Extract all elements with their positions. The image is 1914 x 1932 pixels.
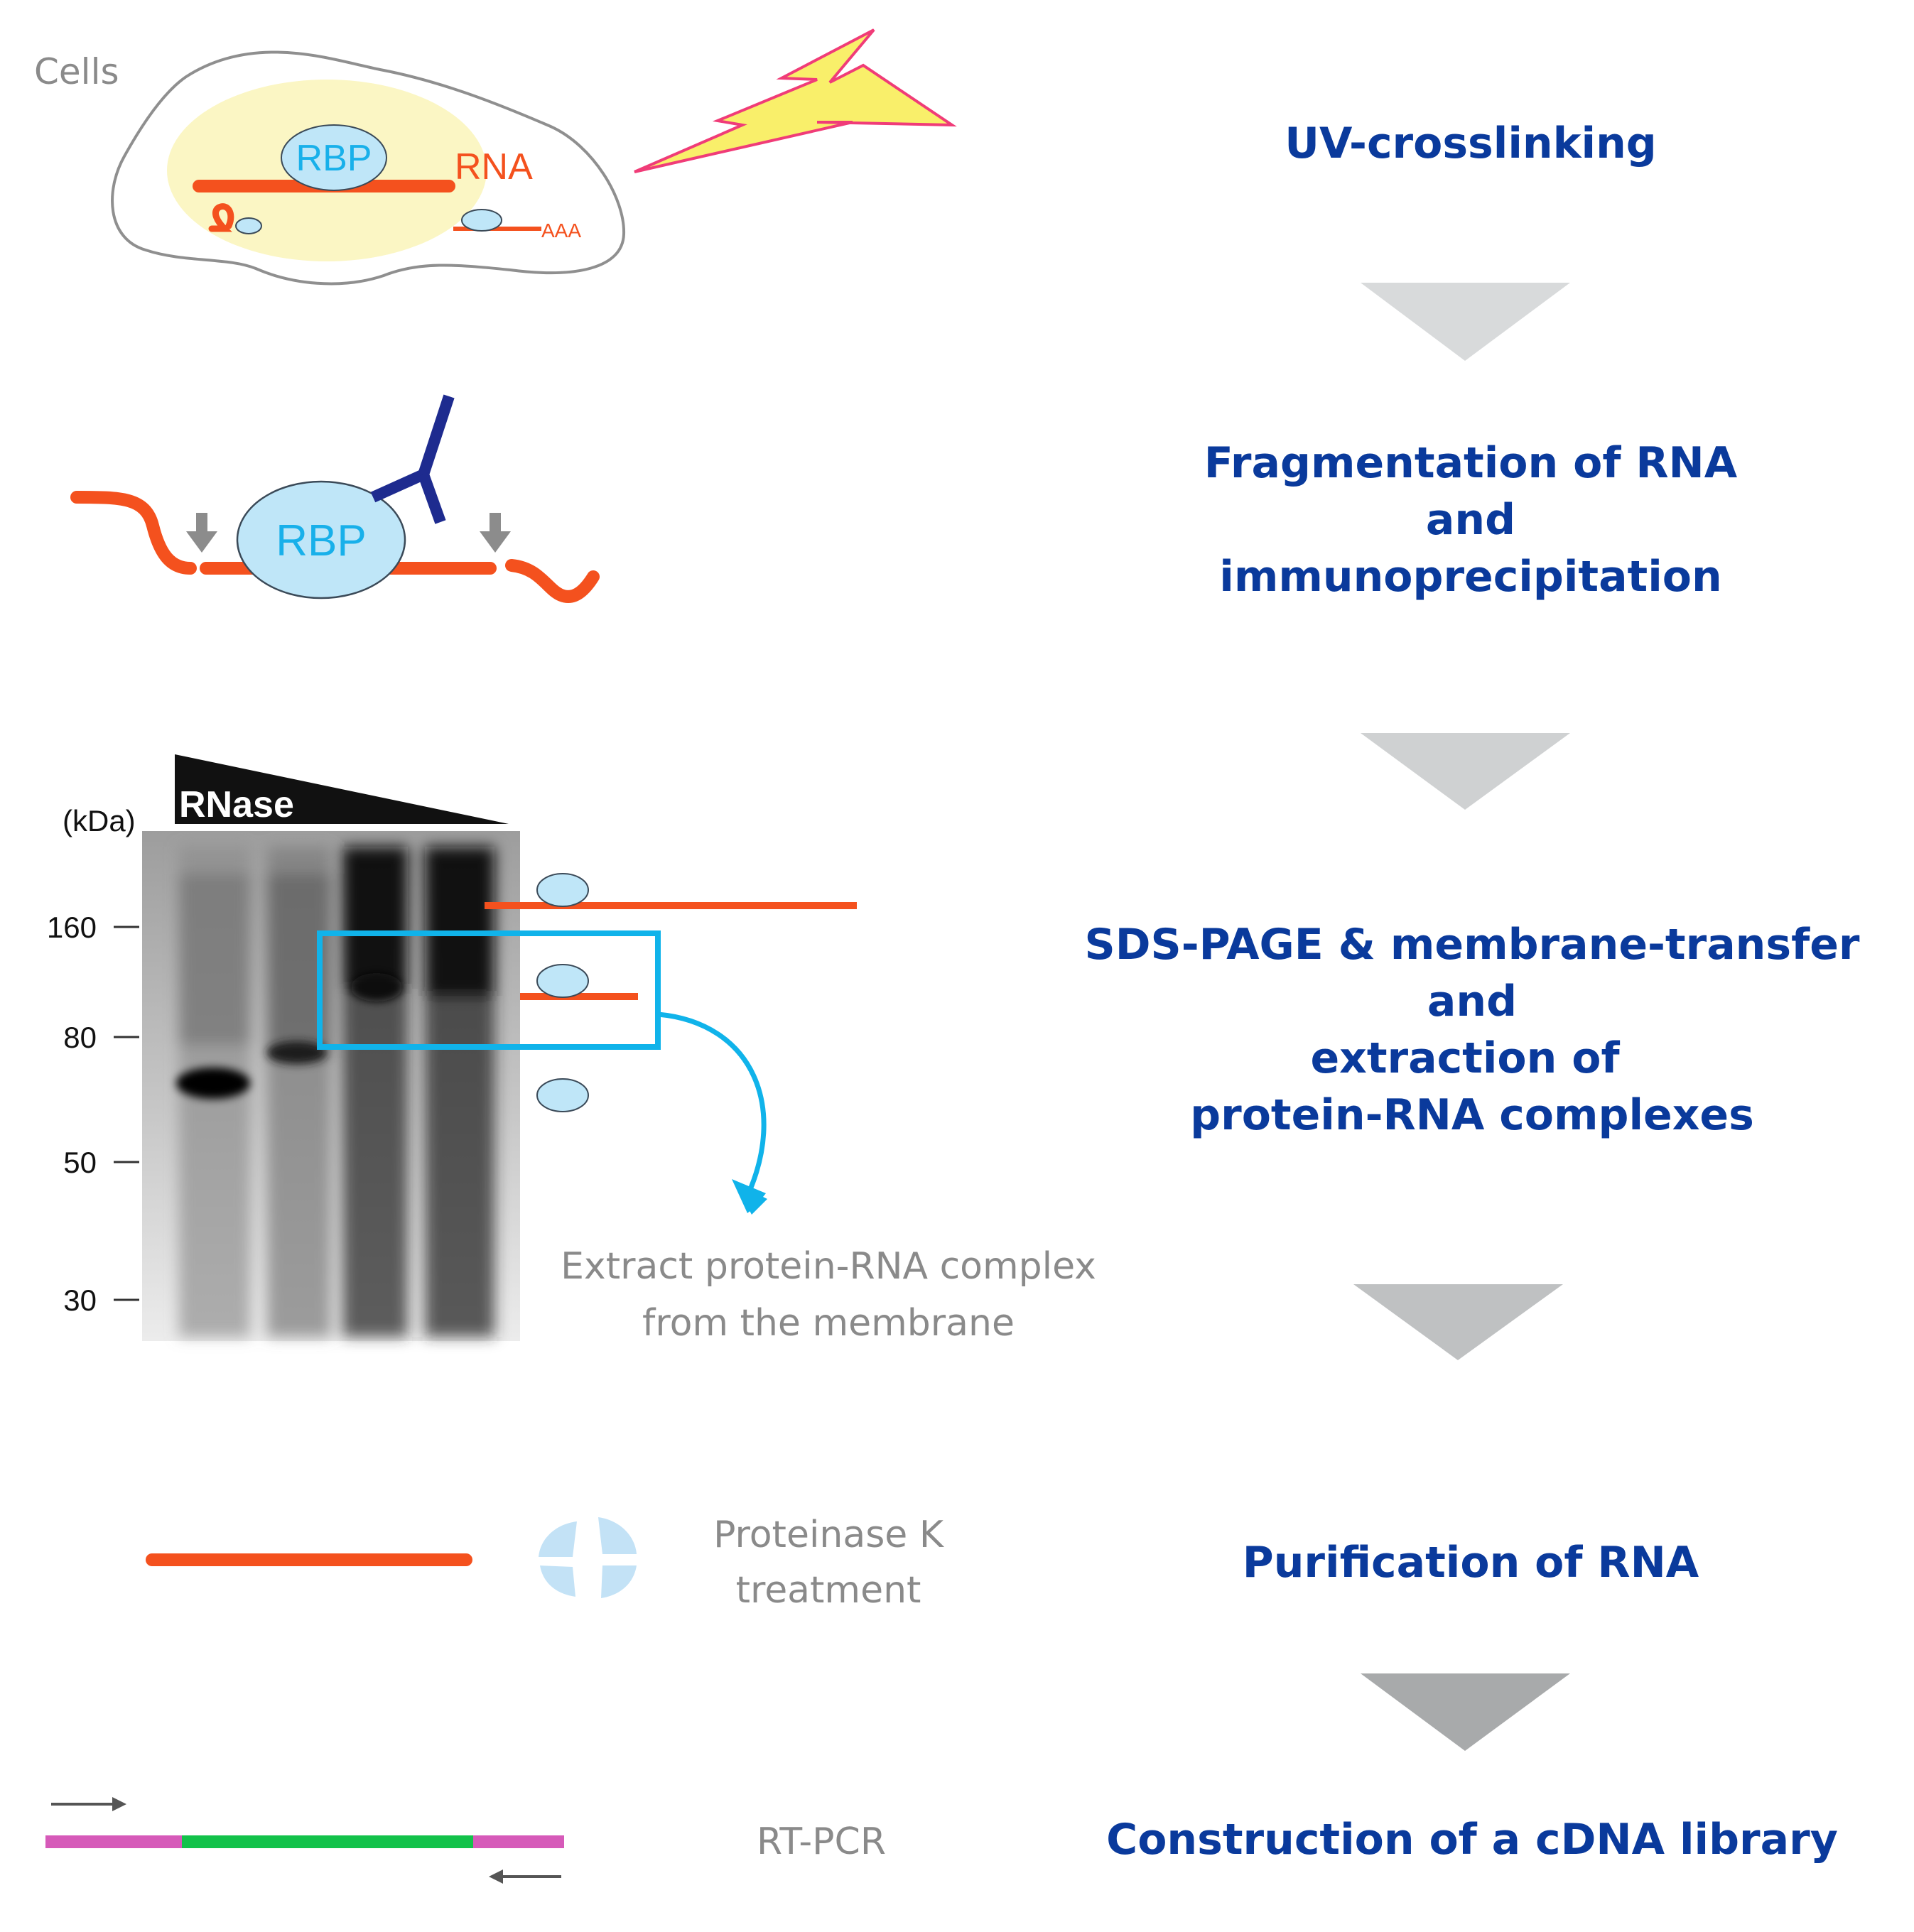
step-sds-line1: SDS-PAGE & membrane-transfer — [1084, 920, 1859, 970]
lightning-bolt-icon — [634, 28, 957, 173]
cell-illustration: Cells RBP RNA AAA — [34, 50, 626, 286]
proteinase-note-line1: Proteinase K — [713, 1514, 945, 1556]
extract-arrow-tip-icon — [735, 1183, 767, 1215]
marker-50: 50 — [63, 1146, 97, 1179]
rbp-protein — [236, 480, 406, 599]
cells-label: Cells — [34, 51, 119, 92]
rna-label: RNA — [455, 146, 533, 188]
gel-bands — [176, 973, 402, 1099]
band-rbp-monomer — [176, 1068, 250, 1099]
flow-arrow-2 — [1361, 733, 1570, 810]
free-rbp — [536, 1078, 589, 1112]
marker-80: 80 — [63, 1021, 97, 1054]
excision-highlight-box — [317, 930, 661, 1050]
kda-unit-label: (kDa) — [63, 804, 136, 837]
rbp-label: RBP — [296, 138, 372, 179]
cdna-construct — [45, 1797, 564, 1884]
step-sds-line3: extraction of — [1310, 1033, 1620, 1083]
rna-right-tail — [505, 559, 600, 603]
small-rbp-1 — [235, 217, 262, 234]
antibody-icon — [370, 394, 455, 524]
reverse-primer-icon — [489, 1869, 561, 1884]
flow-arrow-4 — [1361, 1673, 1570, 1751]
flow-arrow-1 — [1361, 283, 1570, 361]
rna-left-tail — [70, 491, 197, 575]
extract-note-line1: Extract protein-RNA complex — [561, 1245, 1096, 1288]
gel-marker-ticks — [114, 926, 139, 1301]
marker-30: 30 — [63, 1284, 97, 1317]
rnase-label: RNase — [179, 784, 294, 825]
extract-note-line2: from the membrane — [642, 1302, 1015, 1345]
step-fragmentation-line1: Fragmentation of RNA — [1204, 438, 1738, 488]
cleavage-arrow-left-icon — [186, 513, 217, 553]
forward-primer-icon — [51, 1797, 126, 1811]
rbp-label: RBP — [276, 516, 366, 565]
step-sds-line2: and — [1427, 977, 1517, 1026]
rnase-gradient-wedge — [175, 754, 509, 824]
proteinase-note-line2: treatment — [736, 1569, 921, 1612]
step-fragmentation-line2: and — [1426, 495, 1515, 545]
flow-arrow-3 — [1353, 1284, 1563, 1360]
rbp-protein — [281, 124, 387, 191]
step-purification: Purification of RNA — [1243, 1538, 1699, 1588]
small-rbp-2 — [461, 209, 502, 232]
step-cdna-library: Construction of a cDNA library — [1106, 1815, 1838, 1865]
proteinase-k-icon — [539, 1517, 637, 1598]
gel-figure: RNase (kDa) 160 80 50 30 — [47, 754, 857, 1341]
step-sds-line4: protein-RNA complexes — [1190, 1090, 1754, 1140]
rtpcr-label: RT-PCR — [757, 1820, 886, 1863]
extract-arrow — [657, 1011, 767, 1200]
cleavage-arrow-right-icon — [480, 513, 511, 553]
step-fragmentation-line3: immunoprecipitation — [1219, 552, 1722, 602]
step-uv-crosslinking: UV-crosslinking — [1285, 119, 1656, 168]
band-lane2 — [267, 1041, 327, 1064]
band-lane3 — [351, 973, 402, 1002]
polya-label: AAA — [541, 219, 581, 242]
ip-illustration: RBP — [70, 394, 600, 603]
short-complex-rbp — [536, 964, 589, 998]
rna-hairpin — [208, 203, 234, 232]
marker-160: 160 — [47, 911, 97, 944]
long-complex-rbp — [536, 873, 589, 907]
